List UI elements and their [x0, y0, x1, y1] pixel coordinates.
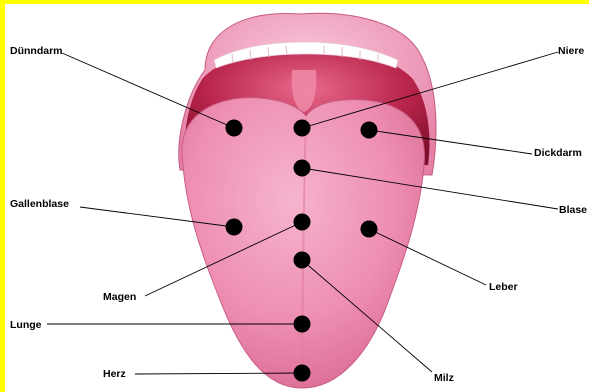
- label-duenndarm: Dünndarm: [10, 45, 63, 57]
- label-gallenblase: Gallenblase: [10, 198, 69, 210]
- label-lunge: Lunge: [10, 319, 42, 331]
- point-magen: [294, 214, 311, 231]
- point-milz: [294, 252, 311, 269]
- point-niere: [294, 120, 311, 137]
- label-milz: Milz: [434, 372, 454, 384]
- label-dickdarm: Dickdarm: [534, 147, 582, 159]
- label-niere: Niere: [558, 45, 584, 57]
- point-gallenblase: [226, 219, 243, 236]
- point-leber: [361, 221, 378, 238]
- label-blase: Blase: [559, 204, 587, 216]
- point-dickdarm: [361, 122, 378, 139]
- label-magen: Magen: [103, 291, 136, 303]
- point-herz: [294, 365, 311, 382]
- point-blase: [294, 160, 311, 177]
- label-herz: Herz: [103, 368, 126, 380]
- point-lunge: [294, 316, 311, 333]
- label-leber: Leber: [489, 281, 518, 293]
- point-duenndarm: [226, 120, 243, 137]
